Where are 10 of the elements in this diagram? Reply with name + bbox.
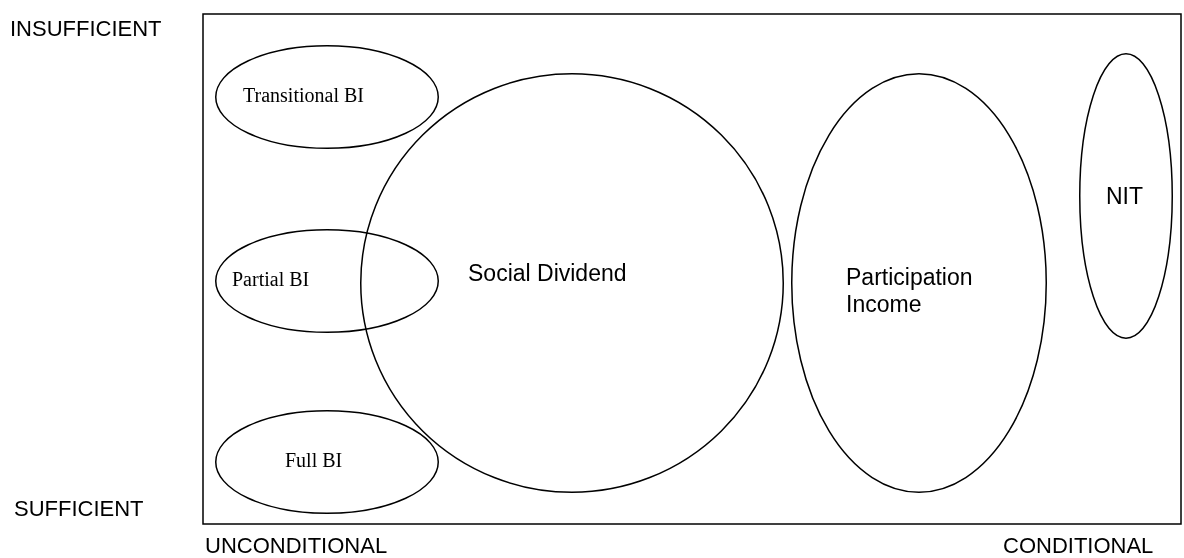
axis-label: INSUFFICIENT — [10, 16, 162, 42]
category-label: Transitional BI — [243, 84, 365, 107]
category-label: Full BI — [285, 449, 344, 472]
axis-label: SUFFICIENT — [14, 496, 144, 522]
category-label: Participation Income — [846, 264, 974, 318]
category-label: Partial BI — [232, 268, 311, 291]
category-label: Social Dividend — [468, 260, 628, 287]
axis-label: CONDITIONAL — [1003, 533, 1154, 558]
category-label: NIT — [1106, 183, 1145, 210]
axis-label: UNCONDITIONAL — [205, 533, 388, 558]
